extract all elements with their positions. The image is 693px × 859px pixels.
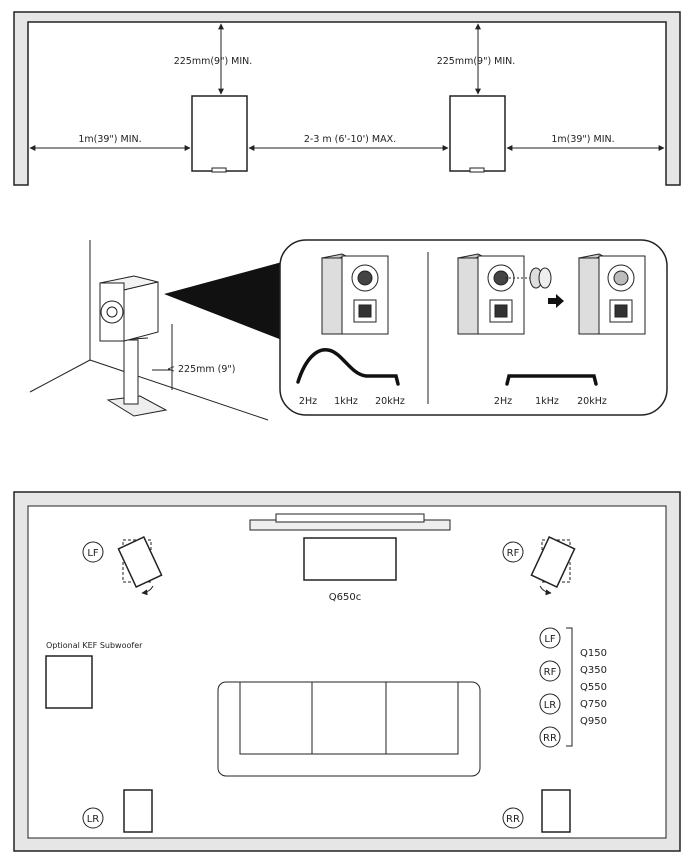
room-corner (29, 240, 269, 421)
room-walls (13, 11, 681, 186)
channel-legend: LF RF LR RR Q150 Q350 Q550 Q750 Q950 (539, 627, 607, 748)
placement-panel: 225mm(9") MIN. 225mm(9") MIN. 1m(39") MI… (13, 11, 681, 186)
rear-clearance-right-label: 225mm(9") MIN. (437, 56, 516, 67)
rear-clearance-left-label: 225mm(9") MIN. (174, 56, 253, 67)
legend-channel-2: RF (544, 667, 557, 678)
center-speaker (303, 537, 397, 581)
plugged-port-speaker (456, 253, 525, 335)
right-speaker (449, 95, 506, 172)
room-layout-panel: Q650c LF RF Optional KEF Subwoofer LR RR (13, 491, 681, 852)
tv-screen (249, 513, 451, 531)
arrow-icon (548, 294, 564, 308)
port-plug (505, 267, 552, 289)
front-left-speaker (117, 536, 163, 588)
bass-port-panel: < 225mm (9") (29, 239, 668, 421)
front-left-badge (82, 541, 104, 563)
legend-bracket (566, 627, 573, 747)
right-speaker-port (469, 167, 485, 173)
spacing-label: 2-3 m (6'-10') MAX. (304, 134, 396, 145)
side-clearance-left-label: 1m(39") MIN. (78, 134, 141, 145)
open-port-response-curve (296, 348, 400, 386)
rear-left-label: LR (87, 814, 100, 825)
front-left-label: LF (87, 548, 99, 559)
model-4: Q750 (580, 699, 607, 710)
rear-right-speaker (541, 789, 571, 833)
model-1: Q150 (580, 648, 607, 659)
front-left-rotate-arrow (141, 585, 154, 596)
stand-speaker (99, 275, 159, 342)
subwoofer-label: Optional KEF Subwoofer (46, 641, 143, 650)
legend-channel-1: LF (544, 634, 556, 645)
front-right-label: RF (507, 548, 520, 559)
subwoofer (45, 655, 93, 709)
callout-wedge (164, 262, 282, 340)
left-speaker (191, 95, 248, 172)
rear-right-label: RR (506, 814, 520, 825)
graph-open-tick-1: 2Hz (299, 396, 317, 407)
graph-open-tick-2: 1kHz (334, 396, 358, 407)
legend-channel-4: RR (543, 733, 557, 744)
model-5: Q950 (580, 716, 607, 727)
plugged-port-response-curve (505, 374, 598, 386)
rear-left-badge (82, 807, 104, 829)
legend-channel-3: LR (544, 700, 557, 711)
rear-left-speaker (123, 789, 153, 833)
rear-right-badge (502, 807, 524, 829)
sofa (217, 681, 481, 777)
wall-distance-label: < 225mm (9") (167, 364, 235, 375)
model-3: Q550 (580, 682, 607, 693)
open-port-speaker (320, 253, 389, 335)
center-model-label: Q650c (329, 592, 361, 603)
left-speaker-port (211, 167, 227, 173)
plugged-result-speaker (577, 253, 646, 335)
graph-open-tick-3: 20kHz (375, 396, 405, 407)
front-right-rotate-arrow (539, 585, 552, 596)
front-right-badge (502, 541, 524, 563)
graph-plugged-tick-1: 2Hz (494, 396, 512, 407)
graph-plugged-tick-3: 20kHz (577, 396, 607, 407)
model-2: Q350 (580, 665, 607, 676)
graph-plugged-tick-2: 1kHz (535, 396, 559, 407)
side-clearance-right-label: 1m(39") MIN. (551, 134, 614, 145)
front-right-speaker (530, 536, 576, 588)
speaker-stand (106, 337, 168, 417)
